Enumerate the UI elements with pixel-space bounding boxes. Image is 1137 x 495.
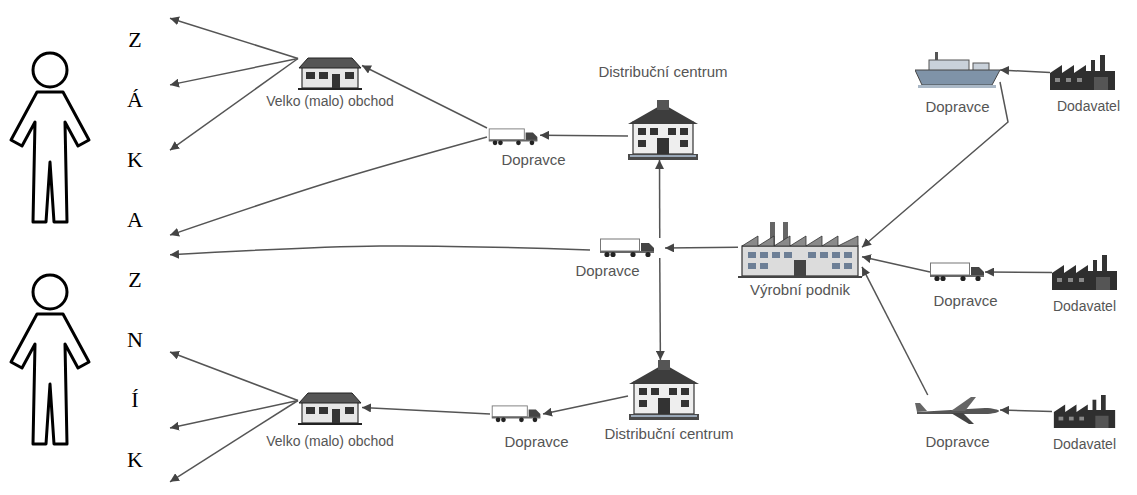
node-label: Dodavatel bbox=[1053, 298, 1116, 315]
node-label: Dodavatel bbox=[1053, 436, 1116, 453]
supplier-node: Dodavatel bbox=[1050, 55, 1115, 90]
customer-figure bbox=[11, 275, 89, 444]
ship-icon bbox=[915, 52, 1000, 88]
warehouse-icon bbox=[629, 360, 699, 420]
supplier-icon bbox=[1050, 55, 1115, 90]
shop-node: Velko (malo) obchod bbox=[298, 390, 362, 425]
node-label: Dopravce bbox=[933, 292, 997, 309]
flow-arrow bbox=[543, 396, 628, 414]
flow-arrow bbox=[170, 401, 298, 429]
customer-node: ZÁKAZNÍK bbox=[124, 10, 170, 490]
supplier-icon bbox=[1054, 395, 1115, 428]
node-label: Dodavatel bbox=[1057, 98, 1120, 115]
flow-arrow bbox=[540, 134, 628, 136]
flow-arrow bbox=[659, 258, 661, 360]
carrier-node: Dopravce bbox=[915, 48, 1000, 88]
supplier-node: Dodavatel bbox=[1052, 395, 1117, 428]
flow-arrow bbox=[1000, 70, 1050, 73]
factory-icon bbox=[738, 222, 862, 278]
carrier-node: Dopravce bbox=[930, 262, 985, 282]
flow-arrow bbox=[862, 82, 1008, 247]
flow-arrow bbox=[862, 257, 930, 272]
flow-arrow bbox=[665, 246, 738, 248]
flow-arrow bbox=[170, 137, 487, 235]
truck-icon bbox=[489, 129, 538, 145]
truck-icon bbox=[930, 263, 984, 281]
node-label: Dopravce bbox=[504, 433, 568, 450]
node-label: Výrobní podnik bbox=[750, 281, 850, 298]
truck-icon bbox=[492, 406, 541, 422]
flow-arrow bbox=[659, 160, 661, 238]
node-label: Dopravce bbox=[501, 151, 565, 168]
plane-icon bbox=[915, 397, 999, 424]
flow-arrow bbox=[1000, 410, 1052, 412]
node-label: Velko (malo) obchod bbox=[266, 93, 394, 110]
supplier-node: Dodavatel bbox=[1052, 255, 1117, 290]
flow-arrow bbox=[362, 408, 490, 415]
flow-arrow bbox=[170, 246, 590, 255]
flow-arrow bbox=[170, 352, 298, 401]
carrier-node: Dopravce bbox=[490, 405, 543, 423]
shop-icon bbox=[298, 393, 362, 425]
distribution-center-node: Distribuční centrum bbox=[628, 360, 700, 420]
node-label: Dopravce bbox=[925, 98, 989, 115]
flow-arrow bbox=[862, 267, 928, 395]
shop-icon bbox=[298, 58, 362, 90]
truck-icon bbox=[600, 239, 654, 257]
flow-arrow bbox=[985, 271, 1052, 273]
shop-node: Velko (malo) obchod bbox=[298, 55, 362, 90]
flow-arrow bbox=[170, 18, 298, 58]
node-label: Distribuční centrum bbox=[604, 425, 733, 442]
customer-figure bbox=[11, 53, 89, 222]
carrier-node: Dopravce bbox=[487, 128, 540, 146]
vertical-label: ZÁKAZNÍK bbox=[124, 10, 146, 490]
warehouse-icon bbox=[628, 100, 698, 160]
node-label: Dopravce bbox=[575, 262, 639, 279]
carrier-node: Dopravce bbox=[590, 238, 665, 258]
carrier-node: Dopravce bbox=[915, 395, 1000, 425]
node-label: Distribuční centrum bbox=[598, 63, 727, 80]
node-label: Velko (malo) obchod bbox=[266, 433, 394, 450]
node-label: Dopravce bbox=[925, 433, 989, 450]
distribution-center-node: Distribuční centrum bbox=[628, 100, 698, 160]
supplier-icon bbox=[1052, 255, 1117, 290]
factory-node: Výrobní podnik bbox=[738, 222, 862, 278]
